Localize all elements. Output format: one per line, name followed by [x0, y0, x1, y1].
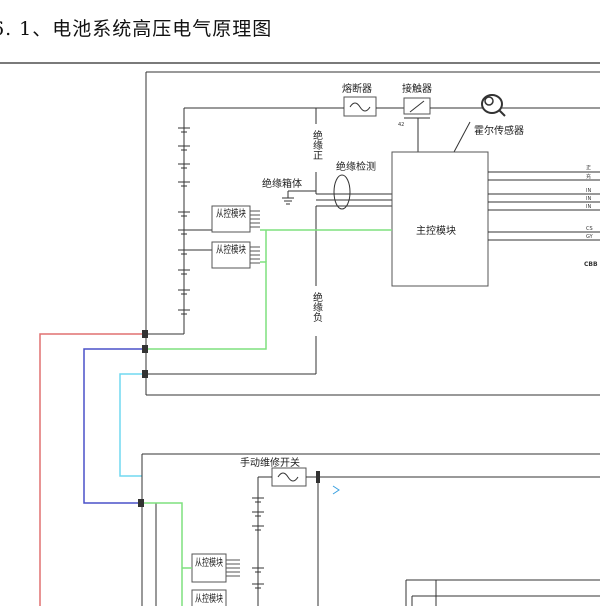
insulation-detect-label: 绝缘检测	[336, 160, 376, 173]
svg-text:充: 充	[586, 173, 591, 180]
port-code-label: CBB	[584, 261, 598, 268]
manual-switch-symbol: 手动维修开关	[240, 456, 307, 487]
upper-cell-string	[146, 107, 338, 335]
svg-text:IN: IN	[586, 204, 591, 210]
main-control-label: 主控模块	[416, 224, 456, 237]
hall-sensor-label: 霍尔传感器	[474, 124, 524, 137]
slave-module-lower-2: 从控模块	[191, 589, 227, 606]
svg-text:正: 正	[586, 165, 591, 171]
svg-text:42: 42	[398, 122, 404, 128]
svg-text:IN: IN	[586, 196, 591, 202]
main-control-module: 主控模块	[391, 151, 489, 287]
insulation-pos-label: 绝缘正	[311, 129, 323, 160]
slave-module-label: 从控模块	[216, 207, 246, 220]
cyan-wire	[119, 373, 142, 477]
page-title: 6. 1、电池系统高压电气原理图	[0, 18, 273, 40]
green-can-line-upper	[146, 229, 392, 350]
slave-module-upper-2: 从控模块	[211, 241, 260, 269]
hall-sensor-icon	[481, 94, 506, 117]
insulation-case-label: 绝缘箱体	[262, 177, 302, 190]
lower-pack-enclosure	[141, 453, 600, 606]
ground-symbol	[282, 191, 294, 205]
upper-pack-enclosure	[145, 71, 600, 396]
red-wire	[39, 333, 142, 606]
contactor-label: 接触器	[402, 82, 432, 95]
slave-module-label: 从控模块	[195, 556, 223, 569]
slave-module-label: 从控模块	[195, 592, 223, 605]
slave-module-label: 从控模块	[216, 243, 246, 256]
slave-module-upper-1: 从控模块	[211, 205, 260, 233]
insulation-neg-label: 绝缘负	[311, 291, 323, 323]
manual-switch-label: 手动维修开关	[240, 456, 300, 469]
fuse-label: 熔断器	[342, 82, 372, 95]
fuse-symbol: 熔断器	[342, 82, 377, 117]
title-divider	[0, 62, 600, 64]
svg-text:CS: CS	[586, 226, 593, 232]
connector-terminals	[138, 330, 148, 507]
blue-wire	[83, 348, 142, 504]
current-clamp-icon	[333, 174, 351, 210]
lower-right-module-frame	[405, 579, 600, 606]
svg-text:GY: GY	[586, 234, 594, 240]
contactor-symbol: 42 接触器	[398, 82, 432, 128]
svg-text:IN: IN	[586, 188, 591, 194]
lower-cell-string	[252, 477, 264, 606]
slave-module-lower-1: 从控模块	[191, 553, 240, 583]
green-can-line-lower	[144, 502, 183, 606]
